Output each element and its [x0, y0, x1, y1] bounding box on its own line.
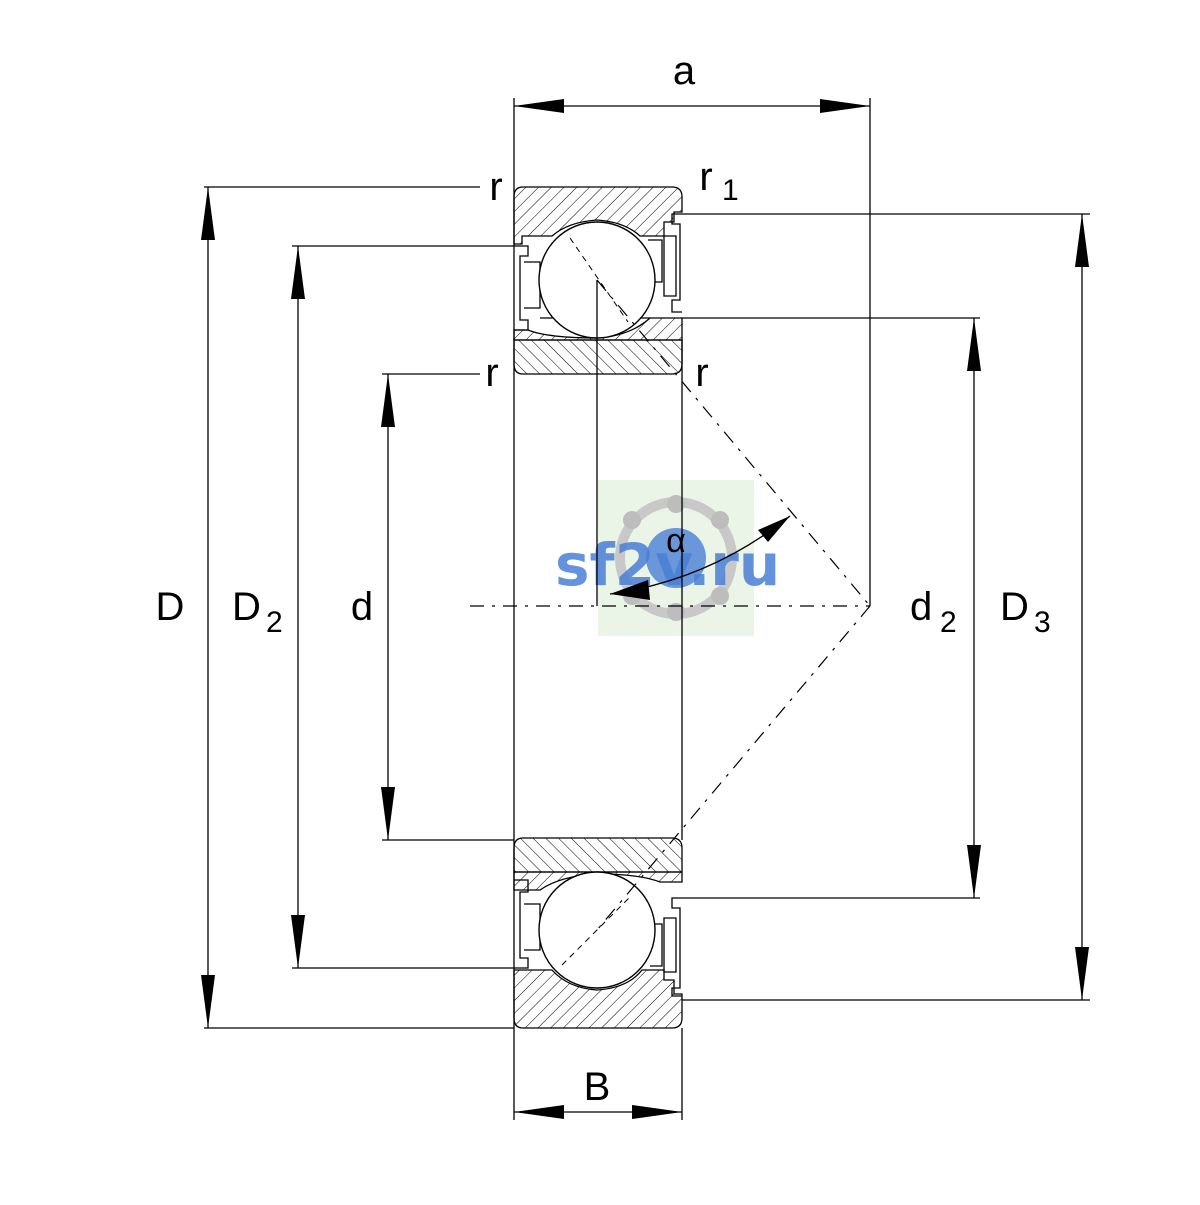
label-r-mid-right: r — [695, 351, 708, 395]
label-r1-main: r — [699, 155, 712, 199]
label-D3-sub: 3 — [1034, 606, 1051, 639]
label-D2-main: D — [232, 585, 261, 629]
label-B: B — [584, 1065, 611, 1109]
label-D2-sub: 2 — [266, 606, 283, 639]
label-r-top-left: r — [489, 165, 502, 209]
watermark-text: sf2v.ru — [555, 531, 780, 599]
construction-lines — [204, 98, 1090, 1120]
watermark: sf2v.ru — [555, 480, 780, 636]
label-alpha: α — [666, 522, 686, 560]
label-r1-sub: 1 — [722, 174, 739, 207]
dimension-lines — [201, 99, 1089, 1119]
label-a: a — [673, 49, 696, 93]
label-d2-sub: 2 — [940, 606, 957, 639]
label-D: D — [156, 585, 185, 629]
labels: a B D D 2 d d 2 D 3 r r 1 r r α — [156, 49, 1051, 1109]
lower-section — [513, 837, 683, 1029]
label-d2-main: d — [910, 585, 932, 629]
label-d: d — [351, 585, 373, 629]
label-D3-main: D — [1000, 585, 1029, 629]
label-r-mid-left: r — [485, 351, 498, 395]
